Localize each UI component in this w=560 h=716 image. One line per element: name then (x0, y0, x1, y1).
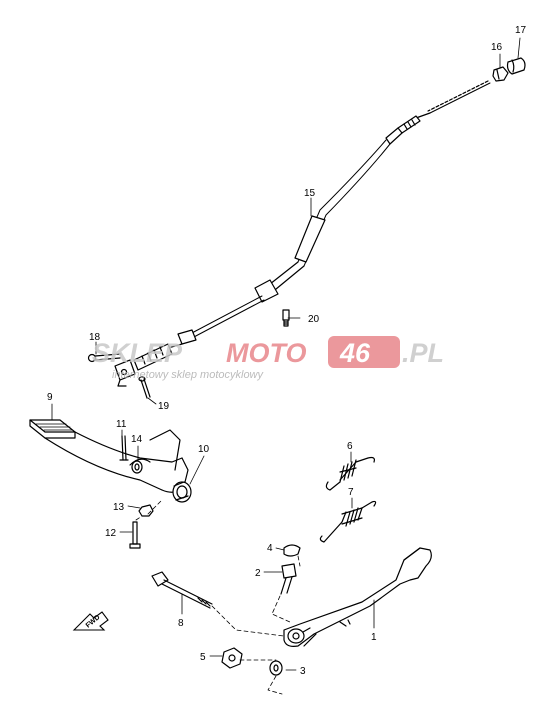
callout-13: 13 (113, 502, 125, 513)
callout-12: 12 (105, 528, 117, 539)
watermark-badge (328, 336, 400, 368)
callout-10: 10 (198, 444, 210, 455)
watermark-brand-sklep: SKLEP (92, 338, 183, 368)
callout-18: 18 (89, 332, 101, 343)
callout-15: 15 (304, 188, 316, 199)
part-13-nut (138, 504, 154, 517)
callout-7: 7 (348, 487, 354, 498)
callout-1: 1 (371, 632, 377, 643)
leader-lines (51, 37, 521, 671)
part-8-long-bolt (151, 571, 213, 609)
watermark-brand-moto: MOTO (226, 338, 307, 368)
callout-16: 16 (491, 42, 503, 53)
part-14-washer (131, 460, 143, 474)
callout-8: 8 (178, 618, 184, 629)
part-16-nut (492, 66, 509, 82)
part-17-cap (506, 57, 526, 75)
fwd-arrow: FWD (72, 611, 109, 631)
part-20-bolt (282, 309, 290, 327)
watermark-tagline: internetowy sklep motocyklowy (112, 369, 265, 381)
callout-14: 14 (131, 434, 143, 445)
callout-2: 2 (255, 568, 261, 579)
callout-11: 11 (116, 419, 127, 430)
part-18-pin (87, 353, 121, 363)
callout-17: 17 (515, 25, 527, 36)
part-9-brake-pedal (29, 419, 189, 493)
callout-5: 5 (200, 652, 206, 663)
part-12-bolt (129, 521, 141, 549)
part-11-pin (119, 435, 129, 461)
part-10-bushing (172, 481, 192, 503)
part-3-washer (269, 660, 283, 676)
callout-9: 9 (47, 392, 53, 403)
callout-labels: 17 16 15 20 18 19 9 11 14 10 13 12 6 7 4… (47, 25, 527, 677)
callout-19: 19 (158, 401, 170, 412)
callout-3: 3 (300, 666, 306, 677)
part-19-cotter-pin (138, 376, 151, 399)
watermark-brand-46: 46 (339, 338, 371, 368)
part-5-nut (221, 647, 243, 669)
part-4-cap (283, 544, 301, 557)
part-7-spring (319, 500, 377, 543)
callout-20: 20 (308, 314, 320, 325)
part-6-spring (325, 456, 375, 491)
callout-4: 4 (267, 543, 273, 554)
assembly-guides (135, 499, 301, 695)
part-1-side-stand (283, 547, 432, 647)
callout-6: 6 (347, 441, 353, 452)
watermark: SKLEP MOTO 46 .PL internetowy sklep moto… (92, 336, 444, 381)
part-2-stand-bolt (280, 563, 297, 595)
watermark-brand-pl: .PL (402, 338, 444, 368)
part-15-brake-cable (114, 80, 491, 387)
